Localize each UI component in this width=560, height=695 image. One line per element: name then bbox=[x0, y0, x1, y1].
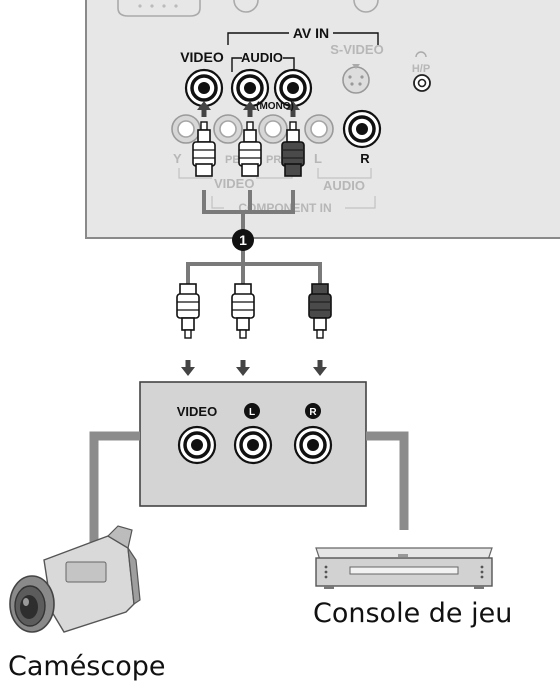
av-video-jack bbox=[184, 68, 224, 108]
step-badge bbox=[232, 229, 254, 251]
arrow-down-audio-r bbox=[313, 360, 327, 376]
component-pr-jack bbox=[258, 114, 288, 144]
svideo-label: S-VIDEO bbox=[330, 42, 383, 57]
hp-label: H/P bbox=[412, 63, 430, 75]
component-audio-r-jack bbox=[342, 109, 382, 149]
audio-r-label: R bbox=[360, 151, 370, 166]
device-video-jack bbox=[177, 425, 217, 465]
svideo-jack bbox=[342, 64, 370, 94]
right-badge-label: R bbox=[309, 407, 317, 418]
headphone-jack bbox=[413, 51, 431, 92]
game-console-icon bbox=[315, 547, 493, 589]
component-video-label: VIDEO bbox=[214, 176, 254, 191]
right-badge bbox=[305, 403, 321, 419]
component-audio-label: AUDIO bbox=[323, 178, 365, 193]
component-y-label: Y bbox=[173, 151, 182, 166]
plug-audio-l-bottom bbox=[231, 283, 255, 339]
device-audio-right-jack bbox=[293, 425, 333, 465]
device-output-panel: VIDEO L R bbox=[139, 381, 367, 507]
camcorder-lead bbox=[89, 431, 140, 548]
console-caption: Console de jeu bbox=[313, 598, 513, 629]
component-y-jack bbox=[171, 114, 201, 144]
plug-audio-r-bottom bbox=[308, 283, 332, 339]
camcorder-caption: Caméscope bbox=[8, 651, 166, 682]
component-audio-l-jack bbox=[304, 114, 334, 144]
arrow-down-video bbox=[181, 360, 195, 376]
video-label: VIDEO bbox=[180, 49, 224, 65]
arrow-down-audio-l bbox=[236, 360, 250, 376]
av-cable: 1 bbox=[176, 121, 332, 376]
mono-label: (MONO) bbox=[256, 101, 294, 112]
left-badge-label: L bbox=[249, 407, 255, 418]
device-video-label: VIDEO bbox=[177, 404, 217, 419]
plug-video-bottom bbox=[176, 283, 200, 339]
console-lead bbox=[366, 431, 409, 530]
camcorder-icon bbox=[9, 525, 141, 633]
component-pb-jack bbox=[213, 114, 243, 144]
av-in-label: AV IN bbox=[293, 25, 329, 41]
step-badge-number: 1 bbox=[239, 232, 247, 248]
device-audio-left-jack bbox=[233, 425, 273, 465]
audio-label: AUDIO bbox=[241, 50, 283, 65]
component-pb-label: PB bbox=[225, 154, 240, 166]
audio-l-label: L bbox=[314, 151, 322, 166]
left-badge bbox=[244, 403, 260, 419]
tv-back-panel: AV IN VIDEO AUDIO S-VIDEO H/P (MONO) bbox=[85, 0, 560, 239]
component-pr-label: PR bbox=[266, 154, 281, 166]
